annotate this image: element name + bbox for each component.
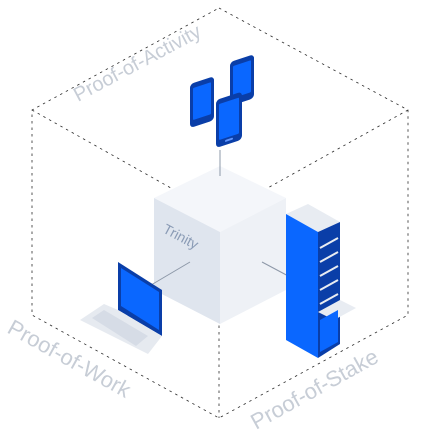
phone-front bbox=[216, 92, 242, 147]
label-proof-of-stake: Proof-of-Stake bbox=[246, 344, 382, 435]
rack-drawer bbox=[318, 300, 356, 320]
trinity-cube: Trinity bbox=[154, 166, 286, 324]
server-rack-icon bbox=[286, 204, 356, 358]
phone-back bbox=[230, 55, 254, 105]
rack-top bbox=[286, 204, 340, 232]
cube-right-face bbox=[220, 198, 286, 324]
label-proof-of-activity: Proof-of-Activity bbox=[70, 21, 205, 107]
laptop-icon bbox=[80, 262, 162, 354]
laptop-keyboard bbox=[92, 310, 148, 346]
cube-left-face bbox=[154, 198, 220, 324]
rack-slots bbox=[319, 237, 339, 305]
connector-laptop bbox=[145, 261, 191, 289]
phone-icon bbox=[190, 55, 254, 147]
cube-top-face bbox=[154, 166, 286, 232]
laptop-screen bbox=[121, 268, 159, 330]
phone-left bbox=[190, 77, 214, 127]
rack-left-side bbox=[286, 214, 318, 358]
rack-lower-panel bbox=[320, 310, 338, 352]
